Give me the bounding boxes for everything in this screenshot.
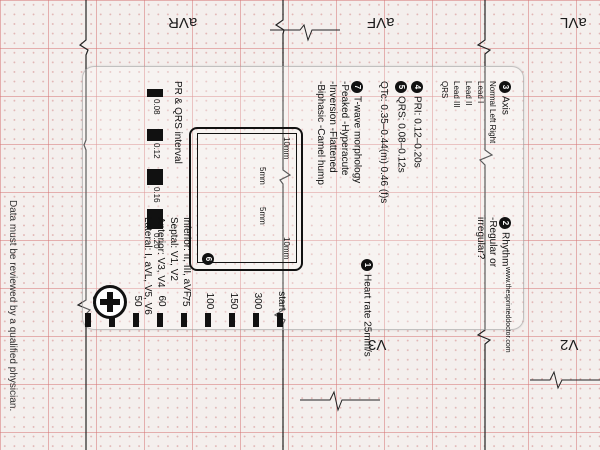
badge-4: 4 bbox=[411, 81, 423, 93]
ecg-trace-bottom bbox=[300, 390, 380, 412]
scale-top: 10mm bbox=[282, 137, 291, 160]
interval-title: PR & QRS interval bbox=[172, 81, 183, 164]
territories-block: Inferior: II, III, aVF Septal: V1, V2 An… bbox=[141, 217, 193, 315]
axis-columns: Normal Left Right bbox=[488, 81, 498, 144]
pri-text: 4PRI: 0.12–0.20s bbox=[411, 81, 423, 168]
interval-value: 0.12 bbox=[152, 143, 161, 159]
twave-block: 7T-wave morphology -Peaked -Hyperacute -… bbox=[314, 81, 363, 185]
pri-value: PRI: 0.12–0.20s bbox=[411, 96, 423, 168]
heart-rate-heading: 1Heart rate 25mm/s bbox=[361, 259, 373, 357]
axis-lead-1: Lead I bbox=[476, 81, 486, 104]
interval-value: 0.08 bbox=[152, 99, 161, 115]
rate-tick bbox=[85, 313, 91, 327]
axis-lead-2: Lead II bbox=[464, 81, 474, 106]
axis-title: Axis bbox=[499, 96, 511, 115]
rate-tick bbox=[277, 313, 283, 327]
rate-tick bbox=[253, 313, 259, 327]
ecg-trace-2 bbox=[273, 0, 292, 450]
territory-septal: Septal: V1, V2 bbox=[168, 217, 179, 281]
rate-label: 150 bbox=[228, 292, 239, 310]
scale-bottom: 10mm bbox=[282, 237, 291, 260]
ecg-ruler-content: www.thesprinteddoctor.com 1Heart rate 25… bbox=[83, 67, 523, 357]
plus-logo-icon bbox=[93, 285, 127, 319]
ecg-trace-right bbox=[530, 370, 600, 390]
badge-3: 3 bbox=[499, 81, 511, 93]
badge-2: 2 bbox=[499, 217, 511, 229]
twave-line-2: -Inversion -Flattened bbox=[327, 81, 339, 173]
axis-lead-3: Lead III bbox=[452, 81, 462, 108]
twave-title: T-wave morphology bbox=[351, 96, 363, 184]
scale-mid-1: 5mm bbox=[258, 167, 267, 185]
badge-7: 7 bbox=[351, 81, 363, 93]
page-note: Data must be reviewed by a qualified phy… bbox=[7, 200, 18, 412]
rhythm-line-2: irregular? bbox=[475, 217, 487, 260]
rhythm-block: 2Rhythm -Regular or irregular? bbox=[474, 217, 511, 267]
territory-inferior: Inferior: II, III, aVF bbox=[181, 217, 192, 298]
heart-rate-label: Heart rate 25mm/s bbox=[361, 274, 373, 357]
interval-bar bbox=[147, 89, 163, 97]
axis-block: 3Axis Normal Left Right Lead I Lead II L… bbox=[438, 81, 511, 143]
badge-5: 5 bbox=[395, 81, 407, 93]
ecg-trace-top bbox=[270, 23, 340, 42]
rate-label: 300 bbox=[252, 292, 263, 310]
website-text: www.thesprinteddoctor.com bbox=[504, 267, 511, 353]
ecg-ruler-card: www.thesprinteddoctor.com 1Heart rate 25… bbox=[82, 66, 524, 357]
rhythm-title: Rhythm bbox=[499, 232, 511, 267]
territory-anterior: Anterior: V3, V4 bbox=[155, 217, 166, 288]
badge-6: 6 bbox=[202, 253, 215, 265]
lead-label-v2: V2 bbox=[560, 336, 579, 353]
rate-tick bbox=[133, 313, 139, 327]
rate-tick bbox=[205, 313, 211, 327]
badge-1: 1 bbox=[361, 259, 373, 271]
lead-label-avf: aVF bbox=[367, 14, 395, 31]
badge-6-wrap: 6 bbox=[199, 253, 217, 268]
qrs-text: 5QRS: 0.08–0.12s bbox=[395, 81, 407, 173]
lead-label-avl: aVL bbox=[560, 14, 587, 31]
rate-label: 100 bbox=[204, 292, 215, 310]
ecg-trace-3 bbox=[476, 0, 494, 450]
rate-tick bbox=[229, 313, 235, 327]
interval-bar bbox=[147, 169, 163, 185]
rate-tick bbox=[181, 313, 187, 327]
scale-mid-2: 5mm bbox=[258, 207, 267, 225]
interval-bar bbox=[147, 129, 163, 141]
axis-qrs: QRS bbox=[440, 81, 450, 99]
ecg-trace-1 bbox=[76, 0, 92, 450]
qtc-text: QTc: 0.35–0.44(m) 0.46 (f)s bbox=[378, 81, 389, 204]
twave-line-1: -Peaked -Hyperacute bbox=[339, 81, 351, 176]
qrs-value: QRS: 0.08–0.12s bbox=[395, 96, 407, 173]
rate-label: start bbox=[276, 291, 287, 311]
lead-label-avr: aVR bbox=[168, 14, 198, 31]
rhythm-line-1: -Regular or bbox=[487, 217, 499, 268]
interval-value: 0.16 bbox=[152, 187, 161, 203]
territory-lateral: Lateral: I, aVL, V5, V6 bbox=[142, 217, 153, 315]
rate-tick bbox=[157, 313, 163, 327]
twave-line-3: -Biphasic -Camel hump bbox=[315, 81, 327, 185]
